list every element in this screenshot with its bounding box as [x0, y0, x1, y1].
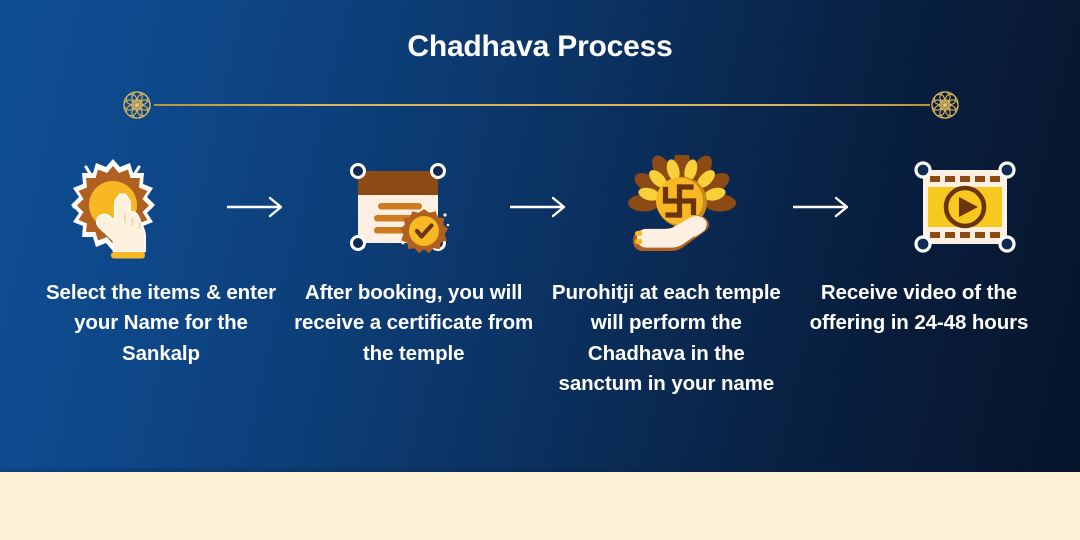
footer-band	[0, 472, 1080, 540]
process-captions-row: Select the items & enter your Name for t…	[40, 278, 1040, 399]
certificate-seal-icon	[350, 163, 450, 253]
video-film-play-icon	[914, 161, 1016, 253]
step-icon-4	[890, 147, 1040, 267]
arrow-1	[215, 196, 299, 218]
arrow-right-icon	[509, 196, 566, 218]
hero-panel: Chadhava Process	[0, 0, 1080, 472]
arrow-right-icon	[226, 196, 282, 218]
step-icon-2	[323, 147, 473, 267]
step-caption-1: Select the items & enter your Name for t…	[45, 281, 277, 365]
decorative-divider	[120, 88, 962, 122]
arrow-3	[781, 196, 865, 218]
step-caption-3: Purohitji at each temple will perform th…	[551, 281, 781, 395]
mandala-rosette-icon	[120, 88, 154, 122]
page-title: Chadhava Process	[407, 30, 673, 63]
arrow-right-icon	[793, 196, 849, 218]
mandala-rosette-icon	[928, 88, 962, 122]
process-icons-row	[40, 142, 1040, 272]
hand-offering-swastika-coin-icon	[627, 155, 736, 251]
step-caption-2: After booking, you will receive a certif…	[294, 281, 534, 365]
step-icon-3	[607, 147, 757, 267]
arrow-2	[498, 196, 582, 218]
step-caption-4: Receive video of the offering in 24-48 h…	[809, 281, 1029, 335]
divider-line	[154, 104, 930, 106]
hand-tap-sun-icon	[71, 159, 155, 259]
step-icon-1	[40, 147, 190, 267]
